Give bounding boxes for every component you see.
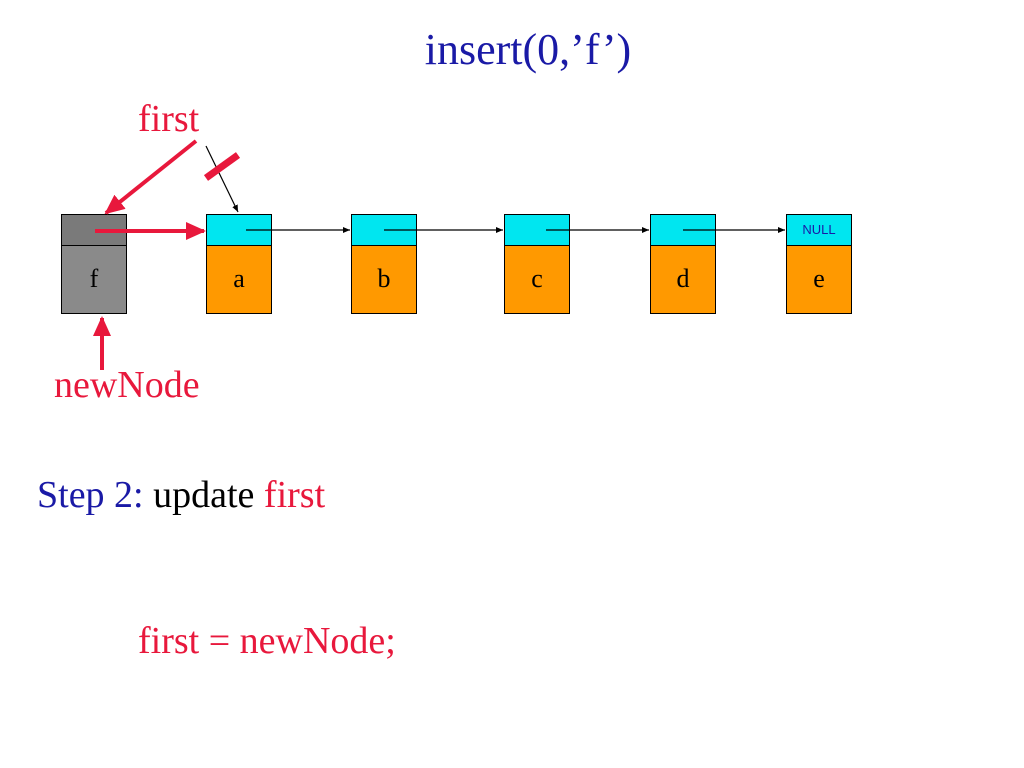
strike-mark bbox=[203, 152, 241, 181]
step-instruction: Step 2: update first bbox=[37, 476, 325, 514]
node-value: e bbox=[786, 246, 852, 314]
code-statement: first = newNode; bbox=[138, 620, 396, 662]
node-value: b bbox=[351, 246, 417, 314]
old-first-pointer-arrow bbox=[205, 145, 239, 213]
slide-title: insert(0,’f’) bbox=[424, 25, 632, 74]
first-pointer-label: first bbox=[138, 98, 200, 140]
node-value: f bbox=[61, 246, 127, 314]
node-value: a bbox=[206, 246, 272, 314]
node-value: c bbox=[504, 246, 570, 314]
new-node-label: newNode bbox=[54, 364, 200, 406]
new-first-pointer-arrow bbox=[104, 139, 198, 215]
step-prefix: Step 2: bbox=[37, 474, 144, 516]
step-action: update bbox=[153, 474, 255, 516]
step-target: first bbox=[263, 474, 326, 516]
null-pointer-field: NULL bbox=[786, 214, 852, 246]
node-value: d bbox=[650, 246, 716, 314]
